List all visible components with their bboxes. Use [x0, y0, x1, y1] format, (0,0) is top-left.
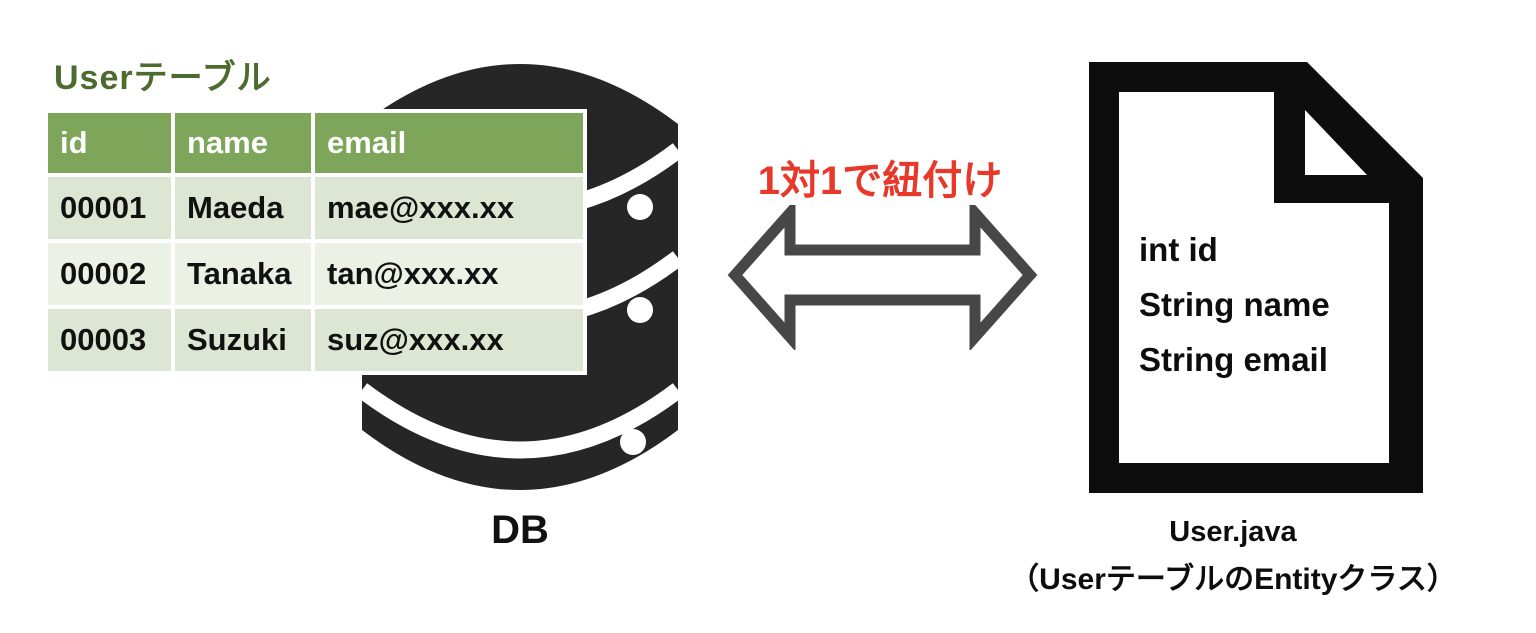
table-row: 00003 Suzuki suz@xxx.xx — [48, 309, 583, 371]
db-dot-1 — [627, 194, 653, 220]
user-table-container: id name email 00001 Maeda mae@xxx.xx 000… — [44, 109, 587, 375]
table-cell: 00001 — [48, 177, 171, 239]
table-cell: Suzuki — [175, 309, 311, 371]
entity-field: int id — [1139, 231, 1218, 268]
table-row: 00001 Maeda mae@xxx.xx — [48, 177, 583, 239]
user-table: id name email 00001 Maeda mae@xxx.xx 000… — [44, 109, 587, 375]
entity-field: String email — [1139, 341, 1328, 378]
table-cell: Maeda — [175, 177, 311, 239]
entity-field: String name — [1139, 286, 1330, 323]
db-label: DB — [491, 508, 549, 552]
table-cell: mae@xxx.xx — [315, 177, 583, 239]
relation-label: 1対1で紐付け — [757, 159, 1003, 203]
db-dot-2 — [627, 297, 653, 323]
table-cell: tan@xxx.xx — [315, 243, 583, 305]
table-row: 00002 Tanaka tan@xxx.xx — [48, 243, 583, 305]
document-caption: User.java （UserテーブルのEntityクラス） — [945, 516, 1521, 598]
table-cell: Tanaka — [175, 243, 311, 305]
document-icon — [1089, 62, 1423, 493]
column-header-id: id — [48, 113, 171, 173]
column-header-name: name — [175, 113, 311, 173]
table-title: Userテーブル — [54, 59, 272, 97]
column-header-email: email — [315, 113, 583, 173]
bidirectional-arrow-icon — [727, 205, 1038, 350]
table-cell: 00003 — [48, 309, 171, 371]
entity-fields: int id String name String email — [1139, 222, 1409, 387]
db-dot-3 — [620, 429, 646, 455]
table-cell: suz@xxx.xx — [315, 309, 583, 371]
document-caption-description: （UserテーブルのEntityクラス） — [1009, 563, 1457, 596]
table-cell: 00002 — [48, 243, 171, 305]
document-caption-filename: User.java — [1169, 516, 1297, 548]
header-row: id name email — [48, 113, 583, 173]
